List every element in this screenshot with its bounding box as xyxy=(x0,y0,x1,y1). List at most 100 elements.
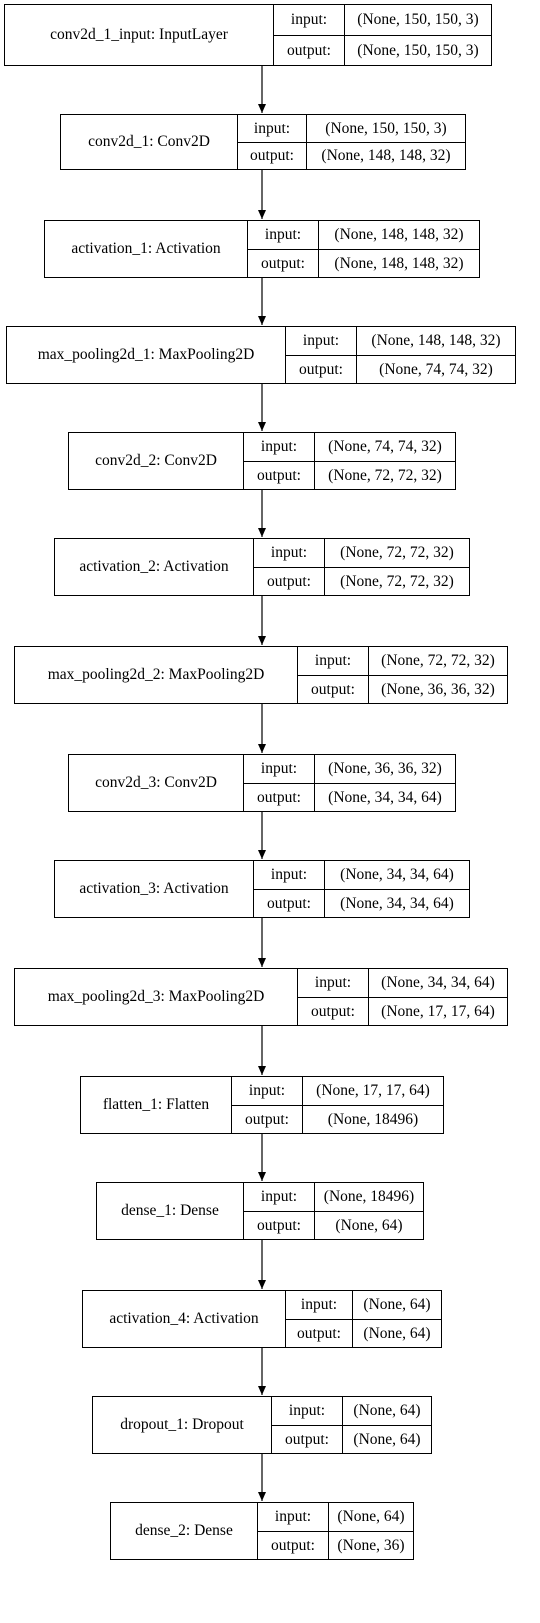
io-labels: input:output: xyxy=(254,861,325,917)
output-label: output: xyxy=(244,460,314,490)
output-shape: (None, 64) xyxy=(343,1424,431,1454)
io-labels: input: output: xyxy=(286,327,357,383)
layer-name: conv2d_1_input: InputLayer xyxy=(5,5,274,65)
io-values: (None, 72, 72, 32)(None, 72, 72, 32) xyxy=(325,539,469,595)
input-shape: (None, 64) xyxy=(337,1508,405,1525)
layer-name: flatten_1: Flatten xyxy=(81,1077,232,1133)
io-values: (None, 150, 150, 3)(None, 150, 150, 3) xyxy=(345,5,491,65)
input-label: input: xyxy=(264,226,302,243)
io-labels: input:output: xyxy=(232,1077,303,1133)
input-shape: (None, 72, 72, 32) xyxy=(340,544,454,561)
layer-node: conv2d_1_input: InputLayer input: output:(… xyxy=(4,4,492,66)
io-values: (None, 148, 148, 32) (None, 74, 74, 32) xyxy=(357,327,515,383)
io-values: (None, 150, 150, 3) (None, 148, 148, 32) xyxy=(307,115,465,169)
input-shape: (None, 18496) xyxy=(323,1188,415,1205)
io-values: (None, 34, 34, 64) (None, 17, 17, 64) xyxy=(369,969,507,1025)
output-label: output: xyxy=(244,1210,314,1240)
io-labels: input:output: xyxy=(244,755,315,811)
output-shape: (None, 17, 17, 64) xyxy=(369,996,507,1026)
output-label: output: xyxy=(286,354,356,384)
output-label: output: xyxy=(232,1104,302,1134)
output-label: output: xyxy=(298,674,368,704)
input-shape: (None, 148, 148, 32) xyxy=(371,332,501,349)
io-labels: input: output: xyxy=(248,221,319,277)
input-label: input: xyxy=(260,760,298,777)
layer-name: max_pooling2d_1: MaxPooling2D xyxy=(7,327,286,383)
output-label: output: xyxy=(298,996,368,1026)
layer-name: activation_2: Activation xyxy=(55,539,254,595)
input-label: input: xyxy=(288,1402,326,1419)
output-shape: (None, 64) xyxy=(315,1210,423,1240)
input-shape: (None, 72, 72, 32) xyxy=(381,652,495,669)
io-labels: input:output: xyxy=(244,1183,315,1239)
input-label: input: xyxy=(274,1508,312,1525)
output-label: output: xyxy=(258,1530,328,1560)
input-label: input: xyxy=(290,11,328,28)
io-values: (None, 36, 36, 32)(None, 34, 34, 64) xyxy=(315,755,455,811)
input-shape: (None, 34, 34, 64) xyxy=(381,974,495,991)
output-shape: (None, 36) xyxy=(329,1530,413,1560)
layer-name: activation_3: Activation xyxy=(55,861,254,917)
io-labels: input:output: xyxy=(244,433,315,489)
layer-node: max_pooling2d_1: MaxPooling2D input: outpu… xyxy=(6,326,516,384)
layer-name: activation_4: Activation xyxy=(83,1291,286,1347)
io-labels: input:output: xyxy=(298,647,369,703)
input-shape: (None, 64) xyxy=(353,1402,421,1419)
io-labels: input: output: xyxy=(272,1397,343,1453)
output-shape: (None, 18496) xyxy=(303,1104,443,1134)
layer-name: activation_1: Activation xyxy=(45,221,248,277)
io-labels: input: output: xyxy=(274,5,345,65)
io-values: (None, 64) (None, 64) xyxy=(343,1397,431,1453)
output-shape: (None, 72, 72, 32) xyxy=(315,460,455,490)
io-values: (None, 148, 148, 32) (None, 148, 148, 32) xyxy=(319,221,479,277)
output-label: output: xyxy=(272,1424,342,1454)
output-label: output: xyxy=(274,34,344,66)
output-shape: (None, 148, 148, 32) xyxy=(307,141,465,170)
output-shape: (None, 148, 148, 32) xyxy=(319,248,479,278)
input-shape: (None, 150, 150, 3) xyxy=(325,119,447,137)
layer-name: conv2d_3: Conv2D xyxy=(69,755,244,811)
io-labels: input:output: xyxy=(298,969,369,1025)
output-shape: (None, 74, 74, 32) xyxy=(357,354,515,384)
output-label: output: xyxy=(254,566,324,596)
input-shape: (None, 74, 74, 32) xyxy=(328,438,442,455)
input-shape: (None, 64) xyxy=(363,1296,431,1313)
layer-name: dense_1: Dense xyxy=(97,1183,244,1239)
layer-name: max_pooling2d_3: MaxPooling2D xyxy=(15,969,298,1025)
io-values: (None, 64) (None, 36) xyxy=(329,1503,413,1559)
layer-name: dropout_1: Dropout xyxy=(93,1397,272,1453)
io-values: (None, 18496) (None, 64) xyxy=(315,1183,423,1239)
layer-name: conv2d_1: Conv2D xyxy=(61,115,238,169)
output-label: output: xyxy=(254,888,324,918)
io-labels: input: output: xyxy=(258,1503,329,1559)
input-label: input: xyxy=(300,1296,338,1313)
io-values: (None, 64)(None, 64) xyxy=(353,1291,441,1347)
io-values: (None, 34, 34, 64)(None, 34, 34, 64) xyxy=(325,861,469,917)
input-shape: (None, 36, 36, 32) xyxy=(328,760,442,777)
io-values: (None, 72, 72, 32) (None, 36, 36, 32) xyxy=(369,647,507,703)
input-label: input: xyxy=(253,119,291,137)
layer-name: dense_2: Dense xyxy=(111,1503,258,1559)
layer-name: conv2d_2: Conv2D xyxy=(69,433,244,489)
output-label: output: xyxy=(248,248,318,278)
io-labels: input: output: xyxy=(286,1291,353,1347)
output-shape: (None, 36, 36, 32) xyxy=(369,674,507,704)
input-label: input: xyxy=(302,332,340,349)
input-shape: (None, 34, 34, 64) xyxy=(340,866,454,883)
output-label: output: xyxy=(286,1318,352,1348)
input-shape: (None, 148, 148, 32) xyxy=(334,226,464,243)
